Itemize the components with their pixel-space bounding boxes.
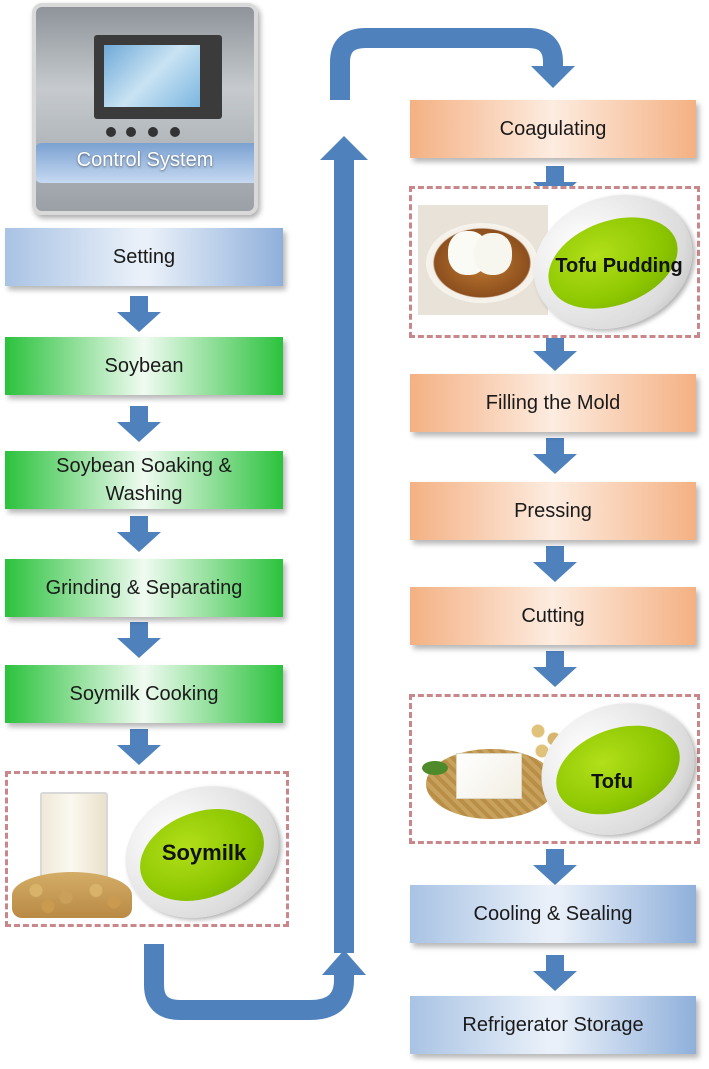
step-soaking-line2: Washing <box>105 483 183 505</box>
product-tofu-box: Tofu <box>409 682 709 856</box>
arrow-down-2 <box>117 406 161 442</box>
product-soymilk-box: Soymilk <box>5 765 298 939</box>
product-tofu-pudding-label: Tofu Pudding <box>555 255 683 277</box>
control-panel-photo <box>94 35 222 119</box>
arrow-down-9 <box>533 546 577 582</box>
product-soymilk-label: Soymilk <box>161 840 247 865</box>
arrow-down-4 <box>117 622 161 658</box>
step-filling: Filling the Mold <box>410 374 696 432</box>
arrow-head-up <box>320 136 368 160</box>
step-soaking-washing: Soybean Soaking & Washing <box>5 451 283 509</box>
step-cutting: Cutting <box>410 587 696 645</box>
step-pressing: Pressing <box>410 482 696 540</box>
tofu-pudding-bowl-photo <box>418 205 548 315</box>
arrow-down-11 <box>533 849 577 885</box>
product-tofu-pudding-box: Tofu Pudding <box>409 173 709 351</box>
step-cooking: Soymilk Cooking <box>5 665 283 723</box>
arrow-down-7 <box>533 335 577 371</box>
step-coagulating: Coagulating <box>410 100 696 158</box>
arrow-down-1 <box>117 296 161 332</box>
step-cooling-sealing: Cooling & Sealing <box>410 885 696 943</box>
control-system-label: Control System <box>76 149 214 171</box>
arrow-down-10 <box>533 651 577 687</box>
step-setting: Setting <box>5 228 283 286</box>
control-system-panel: Control System <box>32 3 258 215</box>
step-grinding: Grinding & Separating <box>5 559 283 617</box>
arrow-head-top <box>531 66 575 88</box>
product-tofu-label: Tofu <box>591 771 633 793</box>
step-soybean: Soybean <box>5 337 283 395</box>
step-soaking-line1: Soybean Soaking & <box>56 455 232 477</box>
arrow-head-bottom <box>322 950 366 975</box>
soymilk-glass-photo <box>12 780 132 920</box>
arrow-middle-shaft <box>334 160 354 953</box>
arrow-down-8 <box>533 438 577 474</box>
arrow-down-12 <box>533 955 577 991</box>
arrow-connector-top <box>330 28 563 100</box>
arrow-connector-bottom <box>144 944 354 1020</box>
step-refrigerator-storage: Refrigerator Storage <box>410 996 696 1054</box>
arrow-down-3 <box>117 516 161 552</box>
arrow-down-5 <box>117 729 161 765</box>
